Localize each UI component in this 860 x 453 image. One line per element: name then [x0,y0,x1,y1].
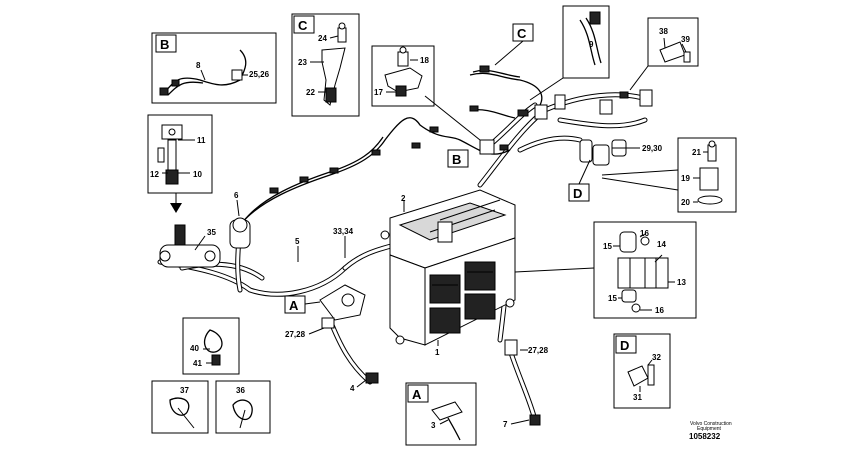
callout-9: 9 [589,40,594,49]
callout-10: 10 [193,170,202,179]
callout-1: 1 [435,348,440,357]
callout-27-28-left: 27,28 [285,330,306,339]
inset-clamp-40-41: 40 41 [182,317,240,375]
callout-40: 40 [190,344,199,353]
callout-15a: 15 [603,242,612,251]
box-label-b-1: B [160,37,169,52]
callout-13: 13 [677,278,686,287]
left-bracket-assembly [159,217,251,268]
callout-20: 20 [681,198,690,207]
box-label-d-2: D [620,338,629,353]
inset-b-left: B 8 25,26 [151,32,277,104]
callout-7: 7 [503,420,508,429]
sensor-cable-chain [239,65,629,226]
callout-29-30: 29,30 [642,144,663,153]
inset-d: D 32 31 [613,333,671,409]
inset-sensor-17-18: 18 17 [371,45,481,141]
callout-32: 32 [652,353,661,362]
callout-4: 4 [350,384,355,393]
callout-23: 23 [298,58,307,67]
callout-18: 18 [420,56,429,65]
callout-27-28-right: 27,28 [528,346,549,355]
callout-3: 3 [431,421,436,430]
box-b-right: B [447,149,469,168]
box-label-a-1: A [289,298,299,313]
box-label-b-2: B [452,152,461,167]
inset-part-9: 9 [529,5,610,101]
callout-19: 19 [681,174,690,183]
callout-16a: 16 [640,229,649,238]
connector-cluster-a [319,284,541,426]
callout-31: 31 [633,393,642,402]
callout-6: 6 [234,191,239,200]
callout-35: 35 [207,228,216,237]
callout-41: 41 [193,359,202,368]
callout-36: 36 [236,386,245,395]
footer-doc-number: 1058232 [689,432,721,441]
inset-strap-36: 36 [215,380,271,434]
box-label-c-1: C [298,18,308,33]
box-d-right: D [568,159,679,202]
footer-brand-line1: Volvo Construction [690,421,732,427]
callout-17: 17 [374,88,383,97]
callout-15b: 15 [608,294,617,303]
inset-sensor-19-20-21: 21 19 20 [677,137,737,213]
callout-33-34: 33,34 [333,227,354,236]
callout-25-26: 25,26 [249,70,270,79]
callout-11: 11 [197,136,206,145]
document-footer: Volvo Construction Equipment 1058232 [689,421,732,441]
callout-22: 22 [306,88,315,97]
callout-5: 5 [295,237,300,246]
inset-sensor-10-11-12: 11 12 10 [147,114,213,213]
inset-strap-37: 37 [151,380,209,434]
box-label-d-1: D [573,186,582,201]
callout-39: 39 [681,35,690,44]
inset-a: A 3 [405,382,477,446]
box-label-c-2: C [517,26,527,41]
callout-37: 37 [180,386,189,395]
box-a-center: A [284,295,321,314]
callout-16b: 16 [655,306,664,315]
callout-2: 2 [401,194,406,203]
ecu-control-unit [380,189,516,346]
callout-38: 38 [659,27,668,36]
callout-24: 24 [318,34,327,43]
box-c-right: C [494,23,534,66]
callout-12: 12 [150,170,159,179]
inset-part-38-39: 38 39 [629,17,699,91]
inset-clamp-13-16: 15 16 14 13 15 16 [514,221,697,319]
callout-21: 21 [692,148,701,157]
main-callouts: 1 2 4 5 6 7 27,28 27,28 29,30 33,34 35 [194,144,663,429]
footer-brand-line2: Equipment [697,426,722,432]
callout-14: 14 [657,240,666,249]
upper-right-connectors [479,89,653,166]
inset-c: C 24 23 22 [291,13,360,117]
callout-8: 8 [196,61,201,70]
box-label-a-2: A [412,387,422,402]
